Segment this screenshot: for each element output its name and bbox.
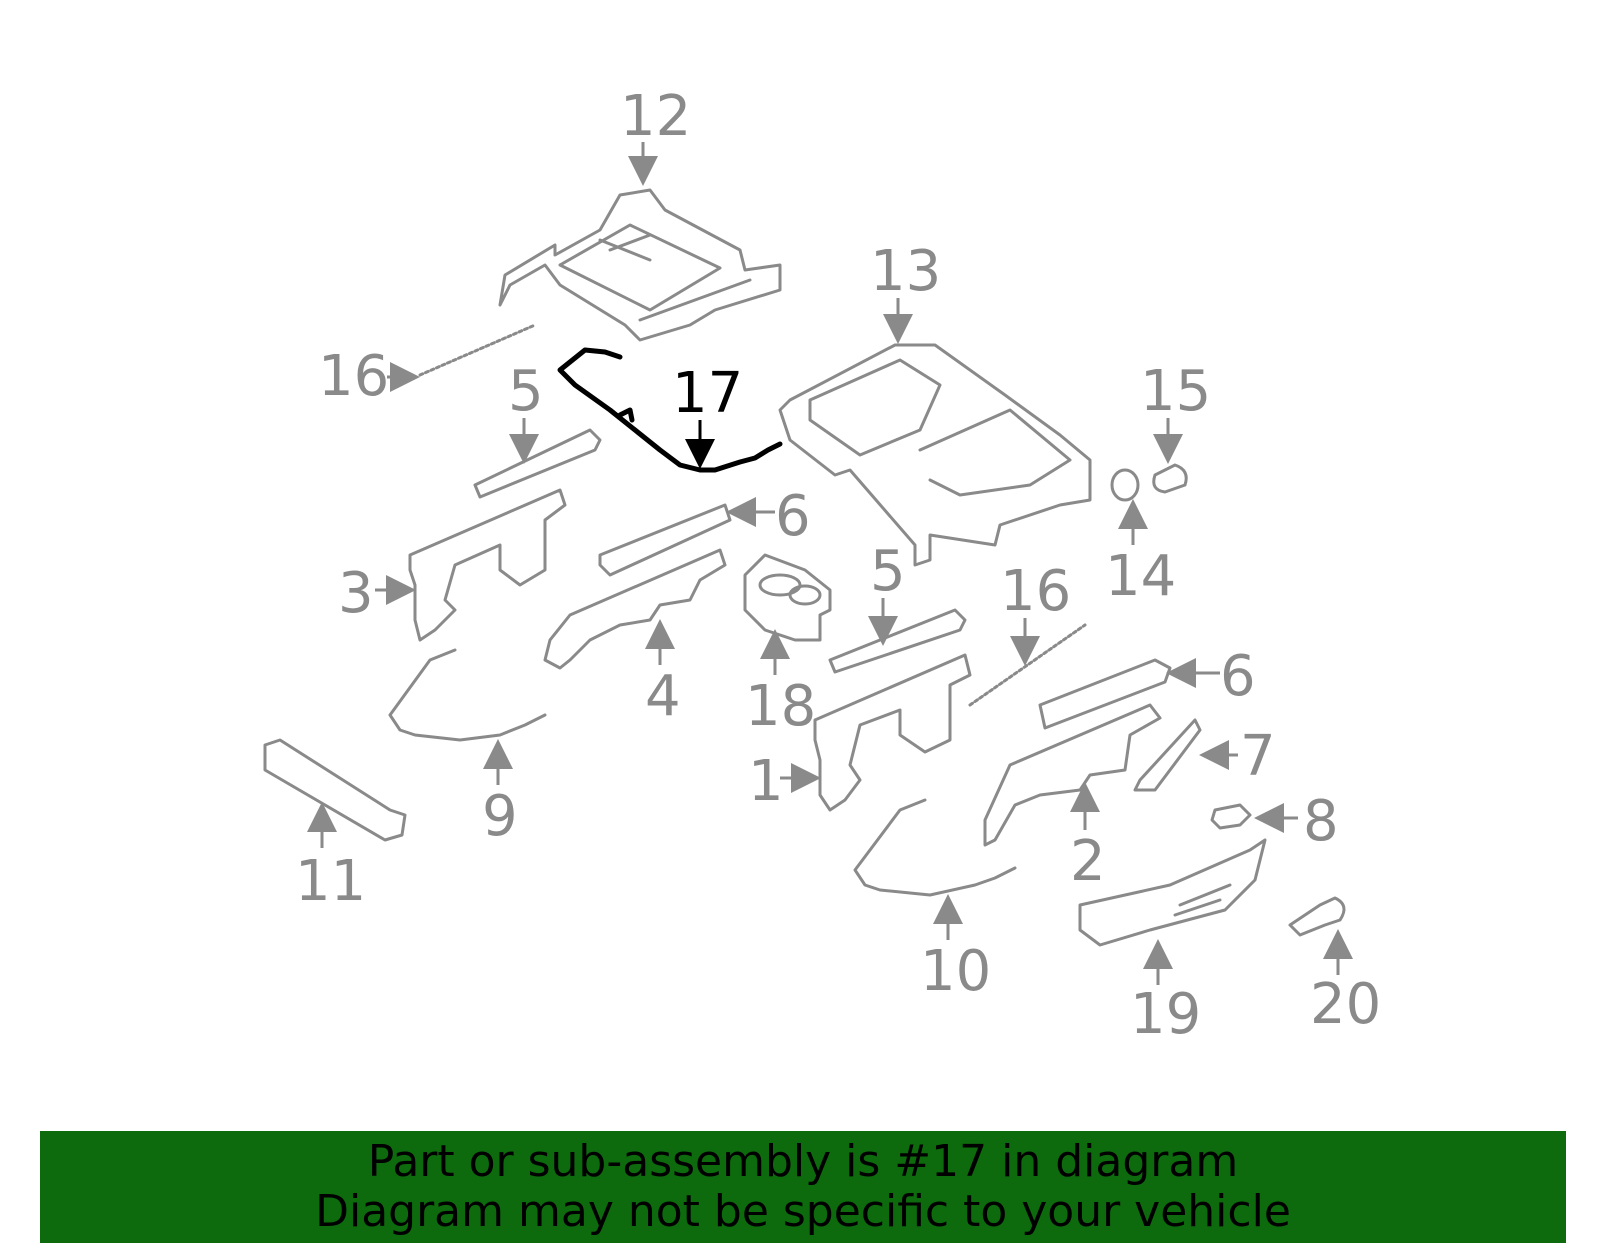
banner-line-2: Diagram may not be specific to your vehi… — [315, 1186, 1291, 1237]
callout-9: 9 — [482, 784, 518, 849]
callout-5-upper: 5 — [508, 359, 544, 424]
callout-11: 11 — [295, 849, 366, 914]
part-10-wire — [853, 798, 1017, 897]
part-15-cap — [1152, 463, 1188, 494]
callout-8: 8 — [1303, 789, 1339, 854]
callout-3: 3 — [338, 561, 374, 626]
callout-16-upper: 16 — [318, 344, 389, 409]
callouts: 12 13 16 5 17 15 6 3 14 4 18 5 16 6 7 1 — [295, 84, 1381, 1047]
callout-7: 7 — [1240, 724, 1276, 789]
callout-13: 13 — [870, 239, 941, 304]
callout-10: 10 — [920, 939, 991, 1004]
callout-20: 20 — [1310, 972, 1381, 1037]
callout-12: 12 — [620, 84, 691, 149]
part-11-bar — [263, 738, 407, 842]
part-14-grommet — [1110, 468, 1140, 502]
part-18-cup-holder — [743, 553, 832, 642]
callout-18: 18 — [745, 674, 816, 739]
part-4-track-left-lower — [543, 548, 727, 670]
callout-14: 14 — [1105, 544, 1176, 609]
callout-2: 2 — [1070, 829, 1106, 894]
callout-15: 15 — [1140, 359, 1211, 424]
callout-6-upper: 6 — [775, 484, 811, 549]
part-6-rail-right — [1038, 658, 1172, 730]
callout-4: 4 — [645, 664, 681, 729]
part-8-clip — [1210, 803, 1252, 830]
part-9-wire — [388, 648, 547, 742]
part-19-cover — [1078, 838, 1267, 947]
part-6-rail-left — [598, 503, 732, 577]
part-16-spring-upper — [418, 323, 537, 377]
part-3-track-left — [408, 488, 567, 642]
parts-diagram: 12 13 16 5 17 15 6 3 14 4 18 5 16 6 7 1 — [263, 84, 1381, 1047]
part-7-lever — [1133, 718, 1202, 792]
callout-6-lower: 6 — [1220, 644, 1256, 709]
part-2-track-right-lower — [983, 703, 1162, 847]
callout-5-lower: 5 — [870, 539, 906, 604]
part-5-rail-left — [473, 428, 602, 499]
part-13-lower-frame — [778, 343, 1092, 567]
info-banner: Part or sub-assembly is #17 in diagram D… — [40, 1131, 1566, 1243]
part-5-rail-right — [828, 608, 967, 674]
part-17-cable — [557, 347, 783, 473]
callout-17: 17 — [672, 361, 743, 426]
part-12-upper-frame — [498, 188, 782, 342]
banner-line-1: Part or sub-assembly is #17 in diagram — [367, 1136, 1239, 1187]
callout-1: 1 — [748, 749, 784, 814]
callout-16-lower: 16 — [1000, 559, 1071, 624]
part-1-track-right — [813, 653, 972, 812]
callout-19: 19 — [1130, 982, 1201, 1047]
part-20-handle — [1288, 896, 1346, 937]
